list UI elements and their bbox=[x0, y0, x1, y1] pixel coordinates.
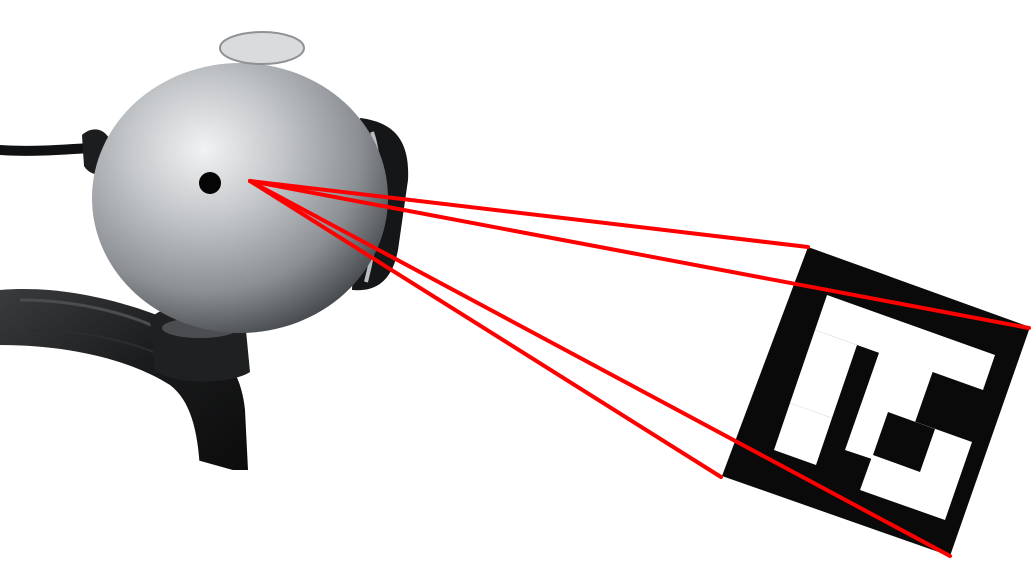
sphere-top-button bbox=[220, 32, 304, 64]
webcam-cable bbox=[0, 148, 90, 151]
fiducial-marker-icon bbox=[722, 247, 1030, 556]
microphone-hole bbox=[199, 172, 221, 194]
webcam-icon bbox=[0, 32, 408, 470]
